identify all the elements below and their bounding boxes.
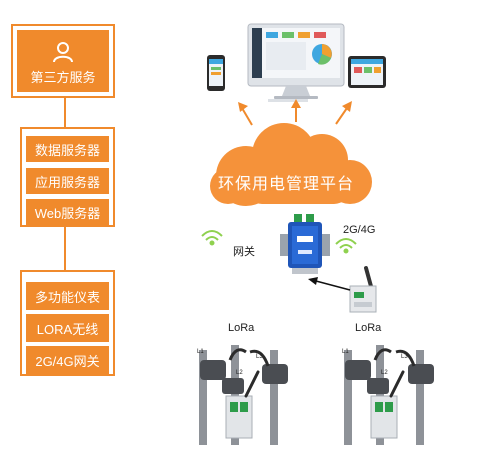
third-party-panel: 第三方服务	[11, 24, 115, 98]
lora-label-right: LoRa	[355, 322, 382, 334]
gateway-box: 2G/4G网关	[26, 346, 109, 374]
connector-line-middle	[64, 227, 66, 270]
pipe-meter-assembly-right	[344, 345, 434, 445]
arrow-left-icon	[308, 277, 351, 291]
server-panel: 数据服务器 应用服务器 Web服务器	[20, 127, 115, 227]
l1-label-left: L1	[197, 349, 204, 355]
cloud-icon	[210, 123, 372, 206]
platform-label: 环保用电管理平台	[218, 176, 355, 193]
l3-label-right: L3	[401, 354, 408, 360]
web-server-box: Web服务器	[26, 199, 109, 225]
wifi-signal-icon	[201, 230, 223, 246]
data-server-box: 数据服务器	[26, 136, 109, 162]
l2-label-left: L2	[236, 370, 243, 376]
app-server-box: 应用服务器	[26, 168, 109, 194]
lora-label-left: LoRa	[228, 322, 255, 334]
user-icon	[53, 41, 73, 62]
gateway-device-icon	[280, 214, 330, 274]
pipe-meter-assembly-left	[199, 345, 288, 445]
third-party-service-box: 第三方服务	[17, 30, 109, 92]
meter-box: 多功能仪表	[26, 282, 109, 310]
wifi-signal-icon	[335, 238, 357, 254]
cellular-label: 2G/4G	[343, 224, 376, 236]
l3-label-left: L3	[256, 354, 263, 360]
phone-icon	[207, 55, 225, 91]
gateway-label: 网关	[233, 246, 255, 258]
lora-box: LORA无线	[26, 314, 109, 342]
connector-line-top	[64, 98, 66, 127]
tablet-icon	[348, 56, 386, 88]
device-panel: 多功能仪表 LORA无线 2G/4G网关	[20, 270, 115, 376]
desktop-monitor-icon	[247, 23, 345, 102]
l2-label-right: L2	[381, 370, 388, 376]
arrow-up-icon	[238, 99, 352, 126]
lora-meter-icon	[349, 266, 377, 313]
l1-label-right: L1	[342, 349, 349, 355]
third-party-label: 第三方服务	[30, 69, 96, 85]
